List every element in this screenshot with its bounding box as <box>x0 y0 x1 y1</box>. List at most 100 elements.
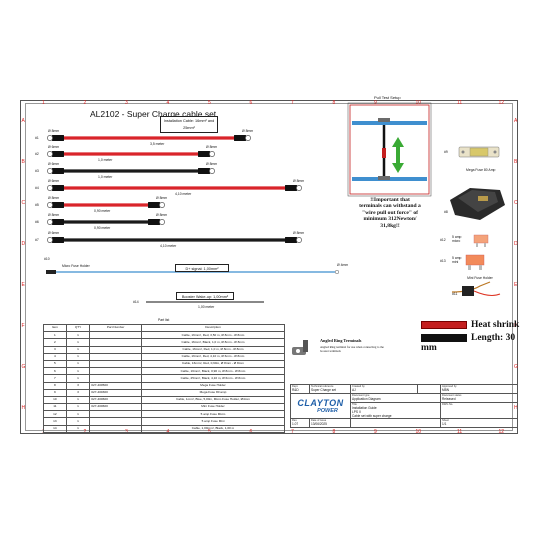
cable-length: 1,0 meter <box>98 158 113 162</box>
cable-id: #3 <box>35 168 39 173</box>
mini-holder-id: #11 <box>452 292 458 296</box>
row-label-right: B <box>514 159 518 165</box>
tb-approved-label: Approved by <box>442 385 457 388</box>
cable-left-dia: Ø 6mm <box>48 145 60 149</box>
cable-length: 0,90 meter <box>94 226 111 230</box>
parts-cell: 1 <box>43 331 67 340</box>
parts-cell: Cable, 25mm², Black, 4,10 m, Ø 6mm - Ø 8… <box>141 374 285 383</box>
row-label-left: C <box>21 200 26 206</box>
tb-sheet-label: Sheet <box>442 419 449 422</box>
tb-date: 13/06/2025 <box>311 422 327 426</box>
row-label-left: G <box>21 364 26 370</box>
cable-right-dia: Ø 8mm <box>156 196 168 200</box>
tb-title-label: Title <box>352 403 357 406</box>
parts-cell: Cable, 16mm², Black, 0,90 m, Ø 8mm - Ø 8… <box>141 367 285 376</box>
left-heat-shrink <box>52 151 64 157</box>
booster-cable-tag: Booster Wake-up: 1,00mm² <box>176 292 234 300</box>
parts-list-caption: Part list <box>158 318 170 322</box>
parts-cell: 10 <box>43 395 67 405</box>
column-label-bottom: 11 <box>457 429 463 435</box>
cable-length: 4,10 meter <box>175 192 192 196</box>
left-ring-terminal <box>47 151 53 157</box>
left-ring-terminal <box>47 237 53 243</box>
tb-rev-label: Rev. <box>292 419 298 422</box>
parts-cell: Mini Fuse Holder <box>141 403 285 412</box>
cable-right-dia: Ø 8mm <box>156 213 168 217</box>
left-heat-shrink <box>52 185 64 191</box>
parts-cell: 11 <box>43 403 67 412</box>
cable-right-dia: Ø 8mm <box>242 129 254 133</box>
row-label-right: E <box>514 282 518 288</box>
row-label-left: H <box>21 405 26 411</box>
cable-left-dia: Ø 8mm <box>48 196 60 200</box>
tb-created-label: Created by <box>352 385 365 388</box>
heat-shrink-swatch <box>421 320 467 329</box>
cable-right-dia: Ø 8mm <box>293 231 305 235</box>
installation-cable-text: Installation Cable: 16mm² and 25mm² <box>163 119 215 130</box>
column-label-top: 2 <box>83 100 87 106</box>
column-label-top: 8 <box>332 100 336 106</box>
cable-id: #5 <box>35 202 39 207</box>
column-label-bottom: 8 <box>332 429 336 435</box>
right-heat-shrink <box>234 135 246 141</box>
mini-holder-label: Mini Fuse Holder <box>467 276 493 280</box>
cable-id: #2 <box>35 151 39 156</box>
signal-cable-tag: D+ signal: 1,00mm² <box>175 264 229 272</box>
right-ring-terminal <box>209 151 215 157</box>
left-heat-shrink <box>52 219 64 225</box>
row-label-right: A <box>514 118 518 124</box>
parts-cell: Cable, 16mm², Red, 4,10 m, Ø 6mm - Ø 8mm <box>141 352 285 361</box>
right-ring-terminal <box>159 219 165 225</box>
tb-title-line-1: Installation Guide <box>352 406 377 410</box>
drawing-title: AL2102 - Super Charge cable set <box>90 109 217 119</box>
column-label-top: 1 <box>42 100 45 106</box>
parts-cell: Cable, 16mm², Red, 1,0 m, Ø 8mm - Ø 8mm <box>141 345 285 354</box>
parts-cell: 6 <box>43 367 67 376</box>
parts-cell: Cable, 1mm², Blue, 5,00m, Micro Fuse Hol… <box>141 395 285 405</box>
parts-cell: 12 <box>43 410 67 419</box>
left-heat-shrink <box>52 237 64 243</box>
booster-cable-length: 1,00 meter <box>198 305 215 309</box>
cable-id: #6 <box>35 219 39 224</box>
column-label-top: 5 <box>208 100 211 106</box>
micro-fuse-icon <box>473 234 489 247</box>
fuse-holder-icon <box>450 188 505 220</box>
installation-cable-note: Installation Cable: 16mm² and 25mm² <box>160 116 218 133</box>
column-label-bottom: 10 <box>415 429 422 435</box>
tb-techref: Super Charge set <box>311 388 336 392</box>
row-label-left: D <box>21 241 26 247</box>
pull-test-note-line-1: !!Important that <box>370 197 410 203</box>
cable-id: #4 <box>35 185 39 190</box>
cable-right-dia: Ø 8mm <box>206 162 218 166</box>
cable-length: 1,0 meter <box>98 175 113 179</box>
right-heat-shrink <box>285 185 297 191</box>
parts-cell: Cable, 16mm², Red, 3,50 m, Ø 8mm - Ø 8mm <box>141 331 285 340</box>
left-heat-shrink <box>52 202 64 208</box>
parts-cell: 4 <box>43 352 67 361</box>
row-label-left: B <box>21 159 25 165</box>
mini-fuse-icon <box>465 254 485 270</box>
parts-cell: 3 <box>43 345 67 354</box>
cable-left-dia: Ø 8mm <box>48 213 60 217</box>
signal-ring-terminal <box>334 269 340 275</box>
tb-dwg-label: DWG No. <box>442 403 454 406</box>
cable-left-dia: Ø 8mm <box>48 129 60 133</box>
heat-shrink-legend: Heat shrink <box>421 320 519 330</box>
mega-fuse-id: #9 <box>444 150 448 154</box>
mini-fuse-id: #13 <box>440 259 446 263</box>
signal-cable-id: #10 <box>44 257 50 261</box>
cable-length: 0,90 meter <box>94 209 111 213</box>
tb-title-line-2: LPS II <box>352 410 361 414</box>
